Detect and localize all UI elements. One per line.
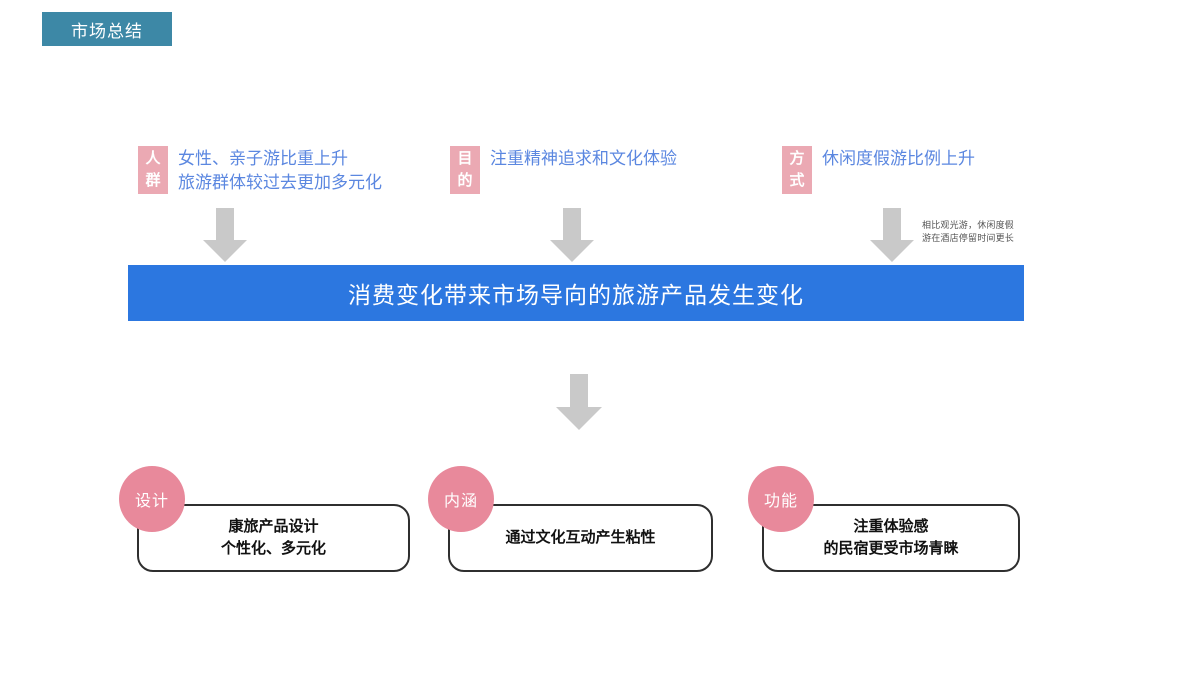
outcome-circle-function: 功能	[748, 466, 814, 532]
section-tag-label: 市场总结	[71, 21, 143, 41]
outcome-circle-label-function: 功能	[763, 493, 798, 510]
section-tag: 市场总结	[42, 12, 172, 46]
factor-badge-char-1: 目	[457, 150, 473, 167]
conclusion-banner-text: 消费变化带来市场导向的旅游产品发生变化	[348, 282, 804, 308]
factor-text-people: 女性、亲子游比重上升 旅游群体较过去更加多元化	[178, 149, 382, 192]
factor-group-people: 人 群 女性、亲子游比重上升 旅游群体较过去更加多元化	[138, 146, 382, 195]
arrow-down-icon-mode	[870, 208, 914, 262]
arrow-down-icon-people	[203, 208, 247, 262]
outcome-circle-label-connotation: 内涵	[443, 493, 478, 510]
conclusion-banner: 消费变化带来市场导向的旅游产品发生变化	[128, 265, 1024, 321]
factor-badge-people: 人 群	[138, 146, 168, 194]
outcome-box-text-connotation: 通过文化互动产生粘性	[505, 529, 656, 546]
arrow-down-icon-purpose	[550, 208, 594, 262]
factor-text-purpose: 注重精神追求和文化体验	[490, 149, 677, 168]
outcome-box-design: 康旅产品设计 个性化、多元化	[137, 504, 410, 572]
factor-badge-char-1: 方	[789, 150, 805, 167]
factor-badge-purpose: 目 的	[450, 146, 480, 194]
factor-badge-char-2: 的	[457, 172, 473, 189]
outcome-circle-label-design: 设计	[134, 493, 169, 510]
factor-group-mode: 方 式 休闲度假游比例上升	[782, 146, 975, 194]
factor-badge-mode: 方 式	[782, 146, 812, 194]
factor-text-mode: 休闲度假游比例上升	[822, 149, 975, 168]
outcome-box-text-design: 康旅产品设计 个性化、多元化	[220, 518, 326, 557]
outcome-box-connotation: 通过文化互动产生粘性	[448, 504, 713, 572]
outcome-circle-connotation: 内涵	[428, 466, 494, 532]
factor-badge-char-1: 人	[145, 150, 161, 167]
annotation-note-mode: 相比观光游，休闲度假 游在酒店停留时间更长	[922, 220, 1015, 243]
outcome-circle-design: 设计	[119, 466, 185, 532]
factor-group-purpose: 目 的 注重精神追求和文化体验	[450, 146, 677, 194]
factor-badge-char-2: 式	[789, 172, 805, 189]
outcome-box-text-function: 注重体验感 的民宿更受市场青睐	[823, 518, 959, 557]
arrow-down-icon-center	[556, 374, 602, 430]
factor-badge-char-2: 群	[145, 172, 161, 189]
